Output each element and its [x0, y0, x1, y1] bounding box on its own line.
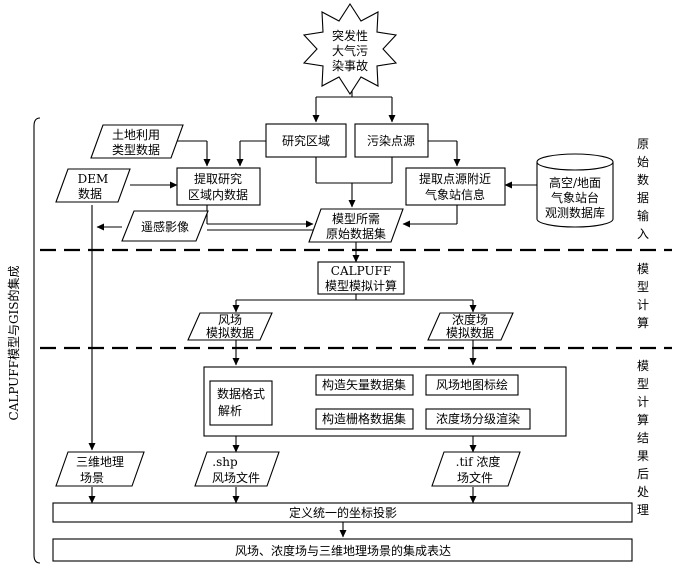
stage-input-char: 入 — [637, 227, 649, 241]
tif-line-2: 场文件 — [457, 470, 493, 485]
stage-post-char: 理 — [637, 503, 649, 517]
tif-line-1: .tif 浓度 — [456, 454, 501, 469]
stage-compute-char: 模 — [637, 262, 649, 276]
extract-station-line-1: 提取点源附近 — [419, 171, 491, 186]
shp-line-2: 风场文件 — [212, 470, 260, 485]
build-vector-dataset: 构造矢量数据集 — [315, 374, 414, 396]
station-db-line-2: 气象站台 — [551, 190, 599, 205]
wind-sim-line-2: 模拟数据 — [206, 325, 254, 340]
extract-study-line-2: 区域内数据 — [188, 187, 248, 202]
station-db-line-3: 观测数据库 — [545, 205, 605, 220]
study-area-label: 研究区域 — [282, 133, 330, 148]
land-use-line-2: 类型数据 — [112, 142, 160, 157]
dem-data: DEM 数据 — [55, 168, 131, 203]
conc-sim-line-1: 浓度场 — [452, 312, 488, 327]
conc-render-label: 浓度场分级渲染 — [436, 411, 520, 426]
build-raster-dataset: 构造栅格数据集 — [315, 408, 414, 430]
start-event-line-1: 突发性 — [332, 28, 368, 43]
terrain-line-1: 三维地理 — [76, 455, 124, 469]
stage-label-compute: 模 型 计 算 — [637, 262, 649, 330]
study-area: 研究区域 — [265, 123, 347, 158]
stage-label-input: 原 始 数 据 输 入 — [637, 137, 649, 241]
format-parse-line-2: 解析 — [218, 404, 242, 418]
extract-study-line-1: 提取研究 — [194, 171, 242, 186]
stage-post-char: 模 — [637, 359, 649, 373]
3d-terrain-scene: 三维地理 场景 — [55, 451, 145, 487]
stage-input-char: 始 — [637, 155, 649, 169]
model-raw-line-1: 模型所需 — [332, 212, 380, 226]
calpuff-model-compute: CALPUFF 模型模拟计算 — [317, 261, 405, 295]
stage-input-char: 据 — [637, 191, 649, 205]
land-use-line-1: 土地利用 — [112, 128, 160, 142]
wind-sim-line-1: 风场 — [218, 313, 242, 327]
dem-line-2: 数据 — [78, 186, 102, 201]
wind-map-label: 风场地图标绘 — [436, 377, 508, 392]
start-event-line-3: 染事故 — [332, 58, 368, 73]
shp-wind-file: .shp 风场文件 — [194, 451, 280, 487]
wind-field-map-plot: 风场地图标绘 — [425, 374, 519, 396]
integration-label: 风场、浓度场与三维地理场景的集成表达 — [235, 543, 451, 558]
conc-sim-line-2: 模拟数据 — [446, 325, 494, 340]
integrated-expression: 风场、浓度场与三维地理场景的集成表达 — [52, 538, 633, 562]
stage-post-char: 计 — [637, 395, 649, 409]
stage-input-char: 数 — [637, 172, 649, 187]
land-use-data: 土地利用 类型数据 — [90, 124, 184, 159]
stage-compute-char: 计 — [637, 298, 649, 312]
concentration-sim-data: 浓度场 模拟数据 — [427, 312, 514, 341]
station-database-cylinder: 高空/地面 气象站台 观测数据库 — [536, 153, 614, 228]
start-event-line-2: 大气污 — [332, 43, 368, 58]
data-format-parse: 数据格式 解析 — [209, 380, 273, 426]
extract-station-line-2: 气象站信息 — [425, 187, 485, 202]
start-event-star: 突发性 大气污 染事故 — [302, 2, 398, 96]
stage-compute-char: 型 — [637, 280, 649, 294]
stage-post-char: 后 — [637, 467, 649, 481]
connectors — [88, 80, 537, 538]
extract-study-area-data: 提取研究 区域内数据 — [176, 167, 261, 206]
shp-line-1: .shp — [212, 455, 238, 469]
stage-post-char: 处 — [637, 485, 649, 499]
pollution-source-label: 污染点源 — [367, 133, 415, 148]
pollution-source: 污染点源 — [354, 123, 429, 158]
calpuff-line-2: 模型模拟计算 — [325, 278, 397, 293]
stage-input-char: 原 — [637, 137, 649, 151]
station-db-line-1: 高空/地面 — [549, 175, 601, 190]
coord-label: 定义统一的坐标投影 — [289, 505, 397, 520]
left-brace — [33, 117, 41, 564]
model-raw-line-2: 原始数据集 — [326, 226, 386, 241]
stage-post-char: 型 — [637, 377, 649, 391]
format-parse-line-1: 数据格式 — [217, 386, 265, 401]
remote-sensing-image: 遥感影像 — [121, 210, 209, 242]
wind-sim-data: 风场 模拟数据 — [187, 312, 273, 341]
raster-build-label: 构造栅格数据集 — [322, 411, 406, 426]
stage-compute-char: 算 — [637, 315, 649, 330]
stage-input-char: 输 — [637, 208, 649, 223]
vector-build-label: 构造矢量数据集 — [322, 377, 406, 392]
dem-line-1: DEM — [78, 172, 109, 186]
extract-station-info: 提取点源附近 气象站信息 — [405, 167, 506, 206]
stage-post-char: 果 — [637, 449, 649, 463]
concentration-graded-render: 浓度场分级渲染 — [425, 408, 531, 430]
unified-coordinate-projection: 定义统一的坐标投影 — [52, 502, 633, 523]
tif-concentration-file: .tif 浓度 场文件 — [431, 451, 521, 487]
remote-sensing-label: 遥感影像 — [141, 219, 189, 234]
calpuff-line-1: CALPUFF — [331, 264, 391, 278]
side-integration-label: CALPUFF模型与GIS的集成 — [6, 266, 21, 421]
stage-post-char: 结 — [637, 431, 649, 445]
model-raw-dataset: 模型所需 原始数据集 — [308, 208, 404, 243]
terrain-line-2: 场景 — [80, 471, 104, 485]
stage-label-post: 模 型 计 算 结 果 后 处 理 — [637, 359, 649, 517]
stage-post-char: 算 — [637, 412, 649, 427]
